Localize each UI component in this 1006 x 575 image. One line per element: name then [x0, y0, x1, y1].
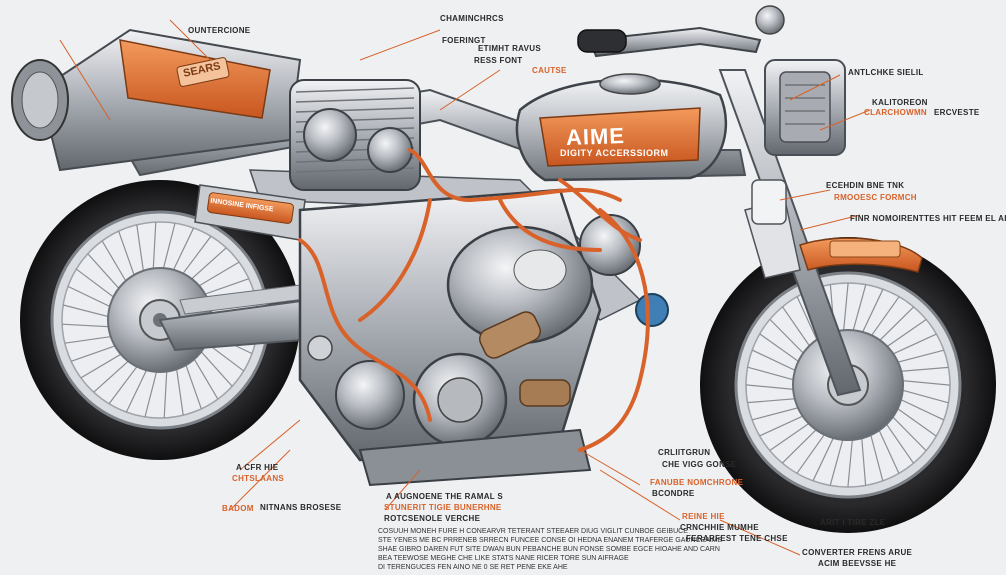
callout-right-top: ANTLCHKE SIELIL: [848, 68, 924, 77]
tank-subtitle-text: DIGITY ACCERSSIORM: [560, 148, 669, 158]
callout-right-lower-3: FINR NOMOIRENTTES HIT FEEM EL AIR: [850, 214, 1006, 223]
callout-bottom-mid-2: CHE VIGG GONSE: [662, 460, 737, 469]
callout-top-center-1: CHAMINCHRCS: [440, 14, 504, 23]
front-fork: [718, 69, 862, 397]
cylinder-fin: [295, 97, 415, 103]
callout-bottom-right-3: REINE HIE: [682, 512, 725, 521]
leader-lines: [59, 19, 871, 556]
callout-bottom-left-2: CHTSLAANS: [232, 474, 285, 483]
handlebar: [577, 5, 785, 58]
tank-brand-text: AIME: [565, 122, 626, 151]
description-text-block: COSUUH MONEH FURE H CONEARVR TETERANT ST…: [378, 527, 722, 572]
callout-bottom-right-2: BCONDRE: [652, 489, 695, 498]
callout-bottom-left-3: BADOM: [222, 504, 254, 513]
callout-top-center-5: CAUTSE: [532, 66, 567, 75]
callout-bottom-mid-1: CRLIITGRUN: [658, 448, 711, 457]
rear-wheel: [20, 180, 300, 460]
rear-tail-section: [11, 28, 302, 172]
description-line: COSUUH MONEH FURE H CONEARVR TETERANT ST…: [378, 528, 688, 535]
clutch-cover: [335, 360, 405, 430]
callout-top-left-1: OUNTERCIONE: [188, 26, 251, 35]
cylinder-fin: [295, 87, 415, 93]
callout-bottom-left-1: A CFR HIE: [236, 463, 279, 472]
callout-bottom-right-4: CRNCHHIE MUMHE: [680, 523, 759, 532]
fuel-tank: [515, 73, 728, 182]
callout-bottom-right-5: FERARFEST TENE CHSE: [686, 534, 788, 543]
callout-right-mid-1: KALITOREON: [872, 98, 928, 107]
cylinder-fin: [295, 107, 415, 113]
description-line: DI TERENGUCES FEN AINO NE 0 SE RET PENE …: [378, 564, 568, 571]
intake-housing: [579, 214, 641, 276]
callout-far-right-bottom: CONVERTER FRENS ARUE: [802, 548, 913, 557]
blue-sensor: [635, 293, 669, 327]
callout-top-center-4: RESS FONT: [474, 56, 523, 65]
callout-bottom-center-3: ROTCSENOLE VERCHE: [384, 514, 481, 523]
callout-bottom-center-1: A AUGNOENE THE RAMAL S: [386, 492, 503, 501]
callout-bottom-right-6: ARIT I TIRE ZLE: [820, 518, 886, 527]
callout-top-center-3: ETIMHT RAVUS: [478, 44, 542, 53]
fuel-cap: [599, 73, 661, 95]
headlight-assembly: [764, 59, 846, 156]
callout-right-mid-2: CLARCHOWMN: [864, 108, 927, 117]
callout-bottom-left-4: NITNANS BROSESE: [260, 503, 342, 512]
callout-far-right-bottom-2: ACIM BEEVSSE HE: [818, 559, 897, 568]
description-line: STE YENES ME BC PRRENEB SRRECN FUNCEE CO…: [378, 537, 723, 544]
callout-right-mid-3: ERCVESTE: [934, 108, 980, 117]
callout-right-lower-1: ECEHDIN BNE TNK: [826, 181, 905, 190]
exhaust-collector: [479, 311, 541, 359]
callout-right-lower-2: RMOOESC FORMCH: [834, 193, 917, 202]
description-line: BEA TEEWOSE MEGHE CHE LIKE STATS NANE RI…: [378, 555, 629, 562]
side-cover: [194, 184, 306, 241]
callout-top-center-2: FOERINGT: [442, 36, 486, 45]
orange-hoses: [298, 148, 650, 452]
description-line: SHAE GIBRO DAREN FUT SITE DWAN BUN PEBAN…: [378, 546, 720, 553]
callout-bottom-right-1: FANUBE NOMCHRONE: [650, 478, 744, 487]
callout-bottom-center-2: STUNERIT TIGIE BUNERHNE: [384, 503, 502, 512]
